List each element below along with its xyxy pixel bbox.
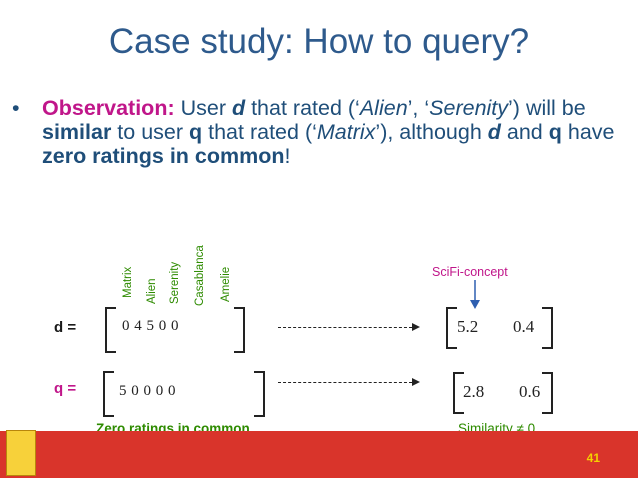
d-arrow-line xyxy=(278,327,412,328)
user-q: q xyxy=(548,120,562,144)
q-concept-value-2: 0.6 xyxy=(519,382,541,401)
q-concept-value-1: 2.8 xyxy=(463,382,485,401)
page-number: 41 xyxy=(586,451,600,465)
text-segment: have xyxy=(561,120,615,144)
bullet-marker: • xyxy=(12,96,20,120)
text-segment: and xyxy=(500,120,549,144)
d-arrow-head xyxy=(412,323,420,331)
movie-matrix: Matrix xyxy=(316,120,376,144)
d-concept-bracket-right xyxy=(542,307,553,349)
user-d: d xyxy=(487,120,501,144)
footer-bar xyxy=(0,431,638,478)
text-segment: that rated (‘ xyxy=(245,96,360,120)
d-concept-value-2: 0.4 xyxy=(513,317,535,336)
movie-label-matrix: Matrix xyxy=(122,266,134,298)
d-bracket-right xyxy=(234,307,245,353)
text-segment: User xyxy=(174,96,232,120)
user-d: d xyxy=(231,96,246,120)
text-segment: that rated (‘ xyxy=(202,120,317,144)
movie-label-alien: Alien xyxy=(146,278,158,304)
text-segment: ’, ‘ xyxy=(407,96,430,120)
observation-label: Observation: xyxy=(42,96,175,120)
q-bracket-right xyxy=(254,371,265,417)
q-concept-bracket-left xyxy=(453,372,464,414)
q-label: q = xyxy=(54,380,77,397)
similar-word: similar xyxy=(42,120,112,144)
university-logo xyxy=(6,430,36,476)
q-concept-bracket-right xyxy=(542,372,553,414)
text-segment: ’), although xyxy=(375,120,488,144)
d-concept-bracket-left xyxy=(446,307,457,349)
d-rating-row: 0 4 5 0 0 xyxy=(122,318,179,334)
scifi-concept-label: SciFi-concept xyxy=(432,265,508,279)
slide-title: Case study: How to query? xyxy=(108,22,530,61)
d-label: d = xyxy=(54,319,77,336)
d-concept-value-1: 5.2 xyxy=(457,317,479,336)
d-bracket-left xyxy=(105,307,116,353)
movie-alien: Alien xyxy=(359,96,408,120)
scifi-arrow-icon xyxy=(470,280,480,309)
user-q: q xyxy=(189,120,203,144)
movie-serenity: Serenity xyxy=(429,96,509,120)
q-arrow-head xyxy=(412,378,420,386)
zero-ratings-phrase: zero ratings in common xyxy=(42,144,285,168)
q-rating-row: 5 0 0 0 0 xyxy=(119,383,176,399)
movie-label-casablanca: Casablanca xyxy=(194,245,206,306)
observation-text: Observation: User d that rated (‘Alien’,… xyxy=(42,96,627,168)
text-segment: to user xyxy=(111,120,190,144)
text-segment: ! xyxy=(284,144,291,168)
q-bracket-left xyxy=(103,371,114,417)
text-segment: ’) will be xyxy=(508,96,586,120)
movie-label-serenity: Serenity xyxy=(169,261,181,304)
movie-label-amelie: Amelie xyxy=(220,266,232,302)
q-arrow-line xyxy=(278,382,412,383)
